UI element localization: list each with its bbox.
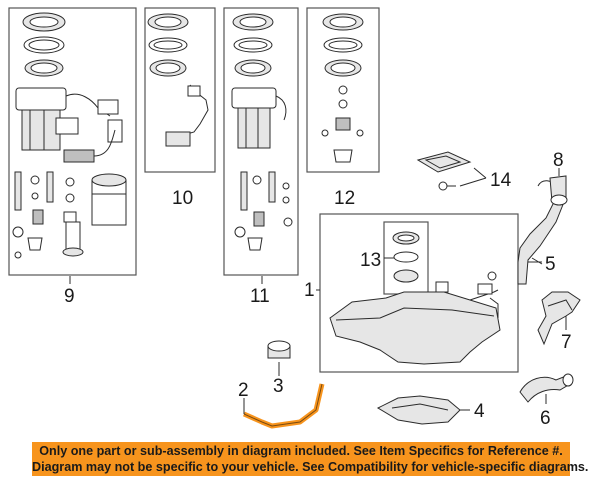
lock-ring-kit-group-12 [306, 7, 380, 173]
callout-14: 14 [490, 170, 512, 191]
callout-1: 1 [304, 280, 315, 301]
part-14-gasket [416, 151, 487, 191]
sending-unit-group-10 [144, 7, 216, 173]
callout-6: 6 [540, 408, 551, 429]
callout-11: 11 [250, 286, 270, 307]
part-7-bracket [537, 291, 581, 346]
part-6-vent-hose [519, 373, 574, 403]
callout-4: 4 [474, 401, 485, 422]
pump-assembly-group-9 [8, 7, 137, 276]
callout-3: 3 [273, 376, 284, 397]
callout-9: 9 [64, 286, 75, 307]
part-3-cap [267, 340, 291, 359]
callout-7: 7 [561, 332, 572, 353]
part-4-heat-shield [376, 395, 461, 425]
disclaimer-line-2: Diagram may not be specific to your vehi… [32, 460, 589, 474]
fuel-tank-group-1 [319, 213, 519, 373]
pump-assembly-group-11 [223, 7, 299, 276]
disclaimer-line-1: Only one part or sub-assembly in diagram… [39, 444, 563, 458]
callout-8: 8 [553, 150, 564, 171]
disclaimer-banner: Only one part or sub-assembly in diagram… [32, 442, 589, 476]
callout-leaders [69, 257, 567, 414]
part-2-tank-strap [242, 383, 325, 429]
callout-13: 13 [360, 250, 381, 271]
callout-2: 2 [238, 380, 249, 401]
callout-10: 10 [172, 188, 193, 209]
callout-12: 12 [334, 188, 355, 209]
part-5-filler-neck [517, 194, 568, 285]
callout-5: 5 [545, 254, 556, 275]
